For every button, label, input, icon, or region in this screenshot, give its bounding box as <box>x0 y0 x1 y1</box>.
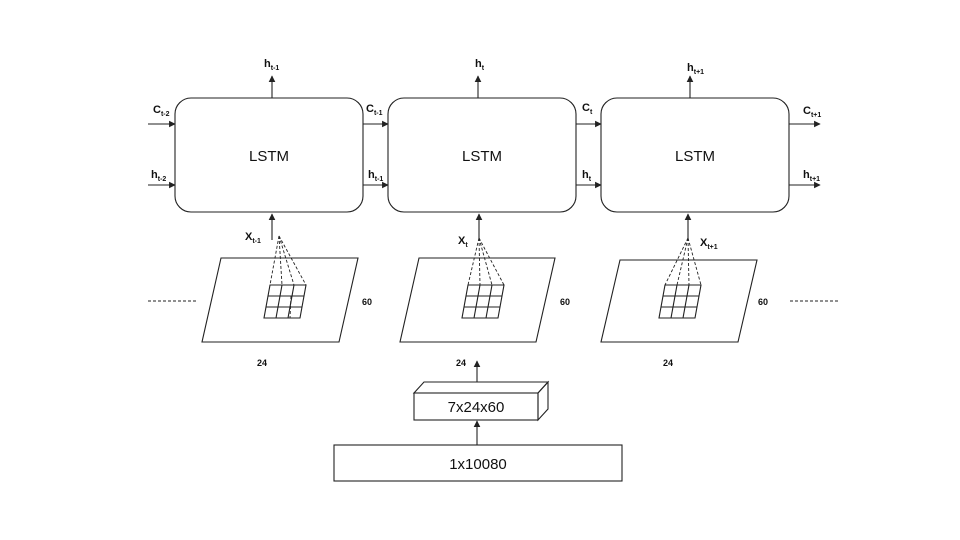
lstm-cell-3: LSTM <box>600 97 790 213</box>
reshape-front-face <box>413 392 539 421</box>
conv-kernel-grid <box>658 284 702 319</box>
frame-plane <box>201 257 359 343</box>
reshape-top-face <box>412 381 550 394</box>
output-label: ht+1 <box>687 62 704 76</box>
lstm-label: LSTM <box>462 148 502 165</box>
input-label: Xt+1 <box>700 237 718 251</box>
hidden-state-label: ht-2 <box>151 169 166 183</box>
hidden-state-label: ht <box>582 169 592 183</box>
conv-kernel-grid <box>461 284 505 319</box>
lstm-cell-2: LSTM <box>387 97 577 213</box>
cell-state-label: Ct <box>582 102 593 116</box>
frame-height-label: 60 <box>758 297 768 307</box>
receptive-field-lines <box>664 237 702 286</box>
frame-plane <box>399 257 556 343</box>
lstm-block <box>600 97 790 213</box>
lstm-label: LSTM <box>249 148 289 165</box>
input-label: Xt <box>458 235 468 249</box>
frame-width-label: 24 <box>456 358 466 368</box>
reshape-block: 7x24x60 <box>412 380 550 422</box>
input-frame-2: 60 24 <box>399 237 570 368</box>
lstm-block <box>387 97 577 213</box>
input-vector-box <box>333 444 623 482</box>
lstm-block <box>174 97 364 213</box>
conv-kernel-grid <box>263 284 307 319</box>
receptive-field-lines <box>467 237 505 286</box>
frame-height-label: 60 <box>560 297 570 307</box>
cell-state-label: Ct-1 <box>366 103 383 117</box>
input-label: Xt-1 <box>245 231 261 245</box>
output-label: ht <box>475 58 485 72</box>
input-frame-1: 60 24 <box>201 235 372 368</box>
lstm-label: LSTM <box>675 148 715 165</box>
frame-width-label: 24 <box>663 358 673 368</box>
frame-plane <box>600 259 758 343</box>
reshape-label: 7x24x60 <box>448 399 505 416</box>
hidden-state-label: ht+1 <box>803 169 820 183</box>
cell-state-label: Ct-2 <box>153 104 170 118</box>
lstm-cell-1: LSTM <box>174 97 364 213</box>
cell-state-label: Ct+1 <box>803 105 821 119</box>
reshape-side-face <box>537 380 549 422</box>
input-frame-3: 60 24 <box>600 237 768 368</box>
frame-width-label: 24 <box>257 358 267 368</box>
output-label: ht-1 <box>264 58 279 72</box>
frame-height-label: 60 <box>362 297 372 307</box>
input-vector-label: 1x10080 <box>449 456 507 473</box>
receptive-field-lines <box>269 235 307 319</box>
hidden-state-label: ht-1 <box>368 169 383 183</box>
